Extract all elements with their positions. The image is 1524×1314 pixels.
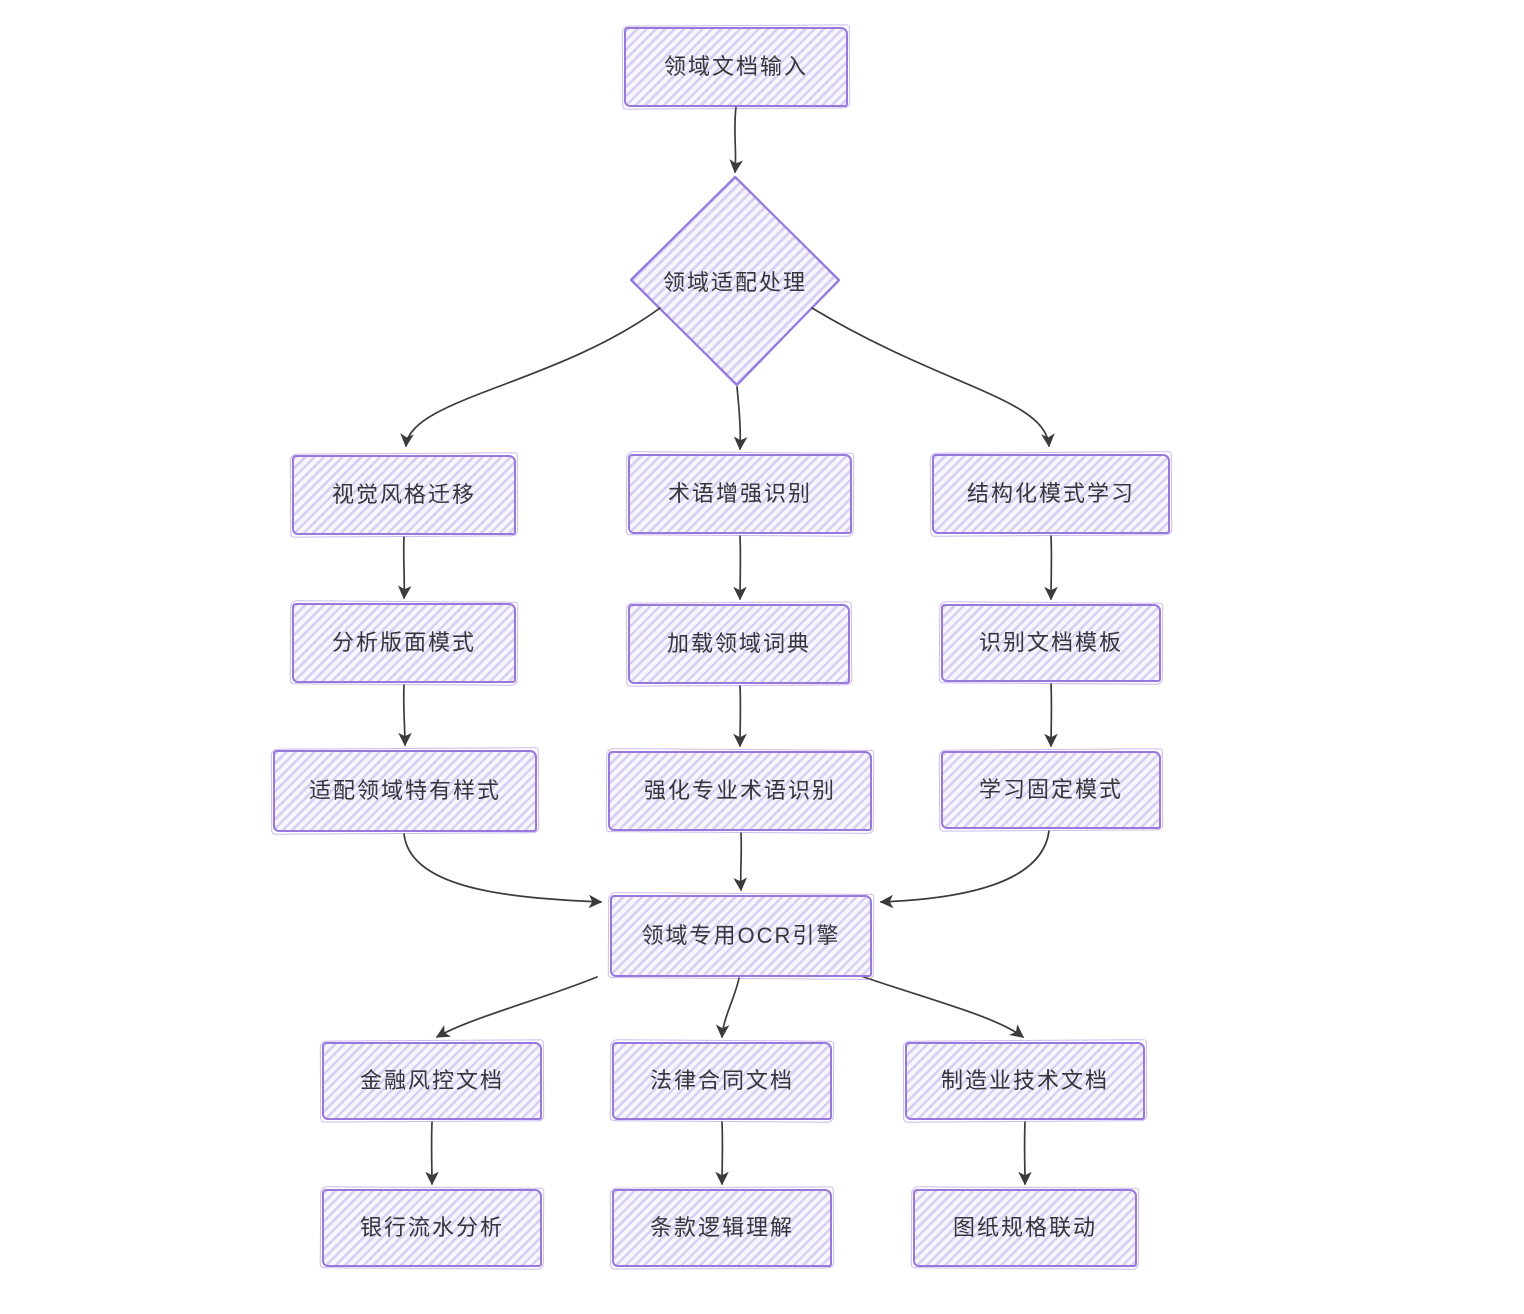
node-layout-analysis: 分析版面模式 bbox=[292, 603, 516, 683]
edge-decision-style-transfer bbox=[400, 307, 661, 448]
edge-layout-analysis-adapt-style bbox=[398, 684, 412, 747]
edge-fixed-patterns-ocr-engine bbox=[879, 830, 1050, 909]
node-term-recognition: 术语增强识别 bbox=[628, 454, 852, 534]
node-finance-doc: 金融风控文档 bbox=[322, 1042, 542, 1120]
edge-input-decision bbox=[729, 106, 743, 174]
node-decision-label: 领域适配处理 bbox=[662, 270, 807, 295]
node-strengthen-terms: 强化专业术语识别 bbox=[608, 751, 872, 831]
edge-decision-term-recognition bbox=[733, 386, 748, 451]
node-manufacturing-doc: 制造业技术文档 bbox=[905, 1042, 1145, 1120]
node-style-transfer: 视觉风格迁移 bbox=[292, 455, 516, 535]
edge-ocr-engine-legal-doc bbox=[715, 977, 740, 1039]
edge-adapt-style-ocr-engine bbox=[403, 833, 603, 909]
node-input: 领域文档输入 bbox=[624, 27, 848, 107]
node-legal-doc: 法律合同文档 bbox=[612, 1042, 832, 1120]
node-adapt-style: 适配领域特有样式 bbox=[273, 750, 537, 832]
node-drawing-spec: 图纸规格联动 bbox=[913, 1189, 1137, 1267]
node-bank-analysis: 银行流水分析 bbox=[322, 1189, 542, 1267]
edge-style-transfer-layout-analysis bbox=[397, 536, 412, 600]
edge-strengthen-terms-ocr-engine bbox=[733, 832, 748, 892]
node-ocr-engine: 领域专用OCR引擎 bbox=[610, 895, 872, 977]
node-dictionary: 加载领域词典 bbox=[628, 604, 850, 684]
node-pattern-learning: 结构化模式学习 bbox=[932, 454, 1170, 534]
node-decision-shape bbox=[629, 175, 841, 387]
node-clause-logic: 条款逻辑理解 bbox=[612, 1189, 832, 1267]
node-fixed-patterns: 学习固定模式 bbox=[941, 751, 1161, 829]
edge-ocr-engine-finance-doc bbox=[435, 976, 598, 1038]
node-template: 识别文档模板 bbox=[941, 604, 1161, 682]
edge-decision-pattern-learning bbox=[811, 307, 1055, 448]
edge-ocr-engine-manufacturing-doc bbox=[857, 974, 1025, 1038]
